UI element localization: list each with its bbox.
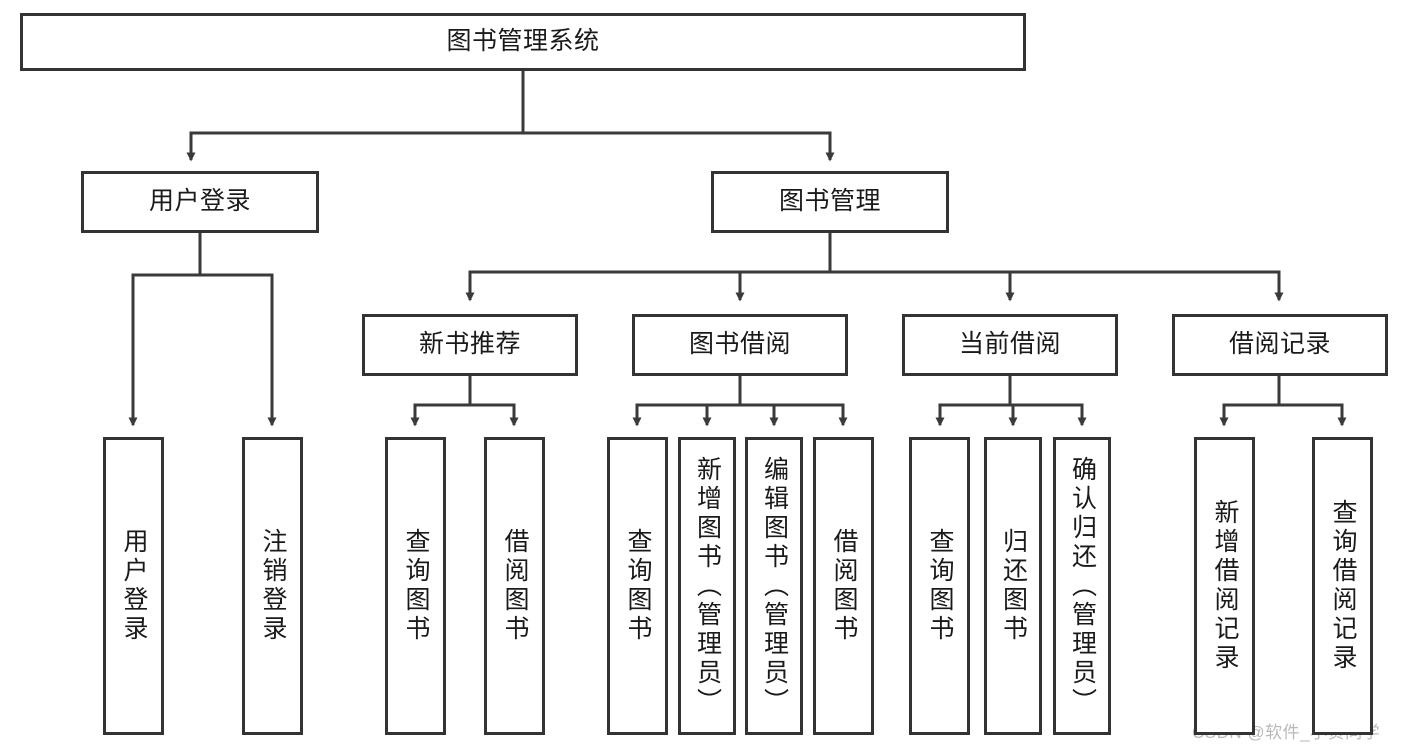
node-leaf-query-borrow-record-label: 查询借阅记录 [1329, 499, 1357, 673]
node-borrow-record[interactable]: 借阅记录 [1172, 314, 1388, 376]
node-leaf-add-book-admin-label: 新增图书（管理员） [693, 455, 722, 717]
node-user-login-label: 用户登录 [148, 187, 251, 216]
connector-root-bus [186, 71, 525, 162]
connector-book-mgmt-stem [465, 233, 832, 302]
node-root-label: 图书管理系统 [446, 27, 600, 56]
node-leaf-add-book-admin[interactable]: 新增图书（管理员） [678, 437, 736, 735]
connector-book-mgmt-b4 [1010, 270, 1284, 302]
node-borrow-record-label: 借阅记录 [1228, 330, 1331, 359]
connector-user-login-stem [128, 233, 202, 427]
connector-book-mgmt-b2 [470, 270, 745, 302]
node-leaf-logout-login-label: 注销登录 [259, 528, 287, 644]
connector-record-stem [1219, 376, 1281, 427]
node-leaf-return-book-label: 归还图书 [999, 528, 1028, 644]
connector-rec-stem-2 [415, 403, 519, 427]
node-leaf-edit-book-admin-label: 编辑图书（管理员） [760, 455, 789, 717]
node-user-login[interactable]: 用户登录 [81, 171, 319, 233]
node-leaf-query-book-borrow-label: 查询图书 [624, 528, 652, 644]
node-root[interactable]: 图书管理系统 [20, 13, 1026, 71]
node-leaf-confirm-return-admin-label: 确认归还（管理员） [1068, 455, 1097, 717]
connector-borrow-stem-4 [774, 403, 848, 427]
node-leaf-borrow-book-rec-label: 借阅图书 [501, 528, 529, 644]
connector-current-stem [935, 376, 1012, 427]
node-leaf-query-book-rec[interactable]: 查询图书 [385, 437, 446, 735]
connector-rec-stem [410, 376, 472, 427]
node-current-borrow-label: 当前借阅 [958, 330, 1061, 359]
node-book-borrow[interactable]: 图书借阅 [632, 314, 848, 376]
node-book-borrow-label: 图书借阅 [688, 330, 791, 359]
connector-book-mgmt-b3 [740, 270, 1015, 302]
node-leaf-user-login[interactable]: 用户登录 [103, 437, 164, 735]
node-leaf-query-book-current[interactable]: 查询图书 [909, 437, 970, 735]
node-new-book-recommend[interactable]: 新书推荐 [362, 314, 578, 376]
connector-user-login-stem-right [200, 273, 277, 427]
node-leaf-query-book-current-label: 查询图书 [926, 528, 954, 644]
node-leaf-borrow-book-rec[interactable]: 借阅图书 [484, 437, 545, 735]
node-current-borrow[interactable]: 当前借阅 [902, 314, 1118, 376]
node-leaf-confirm-return-admin[interactable]: 确认归还（管理员） [1053, 437, 1111, 735]
node-new-book-recommend-label: 新书推荐 [418, 330, 521, 359]
connector-borrow-stem-2 [637, 403, 712, 427]
connector-borrow-stem [632, 376, 742, 427]
node-leaf-query-borrow-record[interactable]: 查询借阅记录 [1312, 437, 1373, 735]
node-leaf-query-book-rec-label: 查询图书 [402, 528, 430, 644]
connector-borrow-stem-3 [707, 403, 779, 427]
node-leaf-borrow-book[interactable]: 借阅图书 [813, 437, 874, 735]
node-book-management[interactable]: 图书管理 [711, 171, 949, 233]
node-leaf-add-borrow-record-label: 新增借阅记录 [1211, 499, 1239, 673]
connector-root-bus-right [523, 131, 835, 162]
connector-current-stem-3 [1013, 403, 1087, 427]
node-leaf-query-book-borrow[interactable]: 查询图书 [607, 437, 668, 735]
node-leaf-return-book[interactable]: 归还图书 [984, 437, 1042, 735]
node-leaf-edit-book-admin[interactable]: 编辑图书（管理员） [745, 437, 803, 735]
connector-record-stem-2 [1224, 403, 1347, 427]
connector-current-stem-2 [940, 403, 1018, 427]
node-book-management-label: 图书管理 [778, 187, 881, 216]
node-leaf-user-login-label: 用户登录 [120, 528, 148, 644]
node-leaf-add-borrow-record[interactable]: 新增借阅记录 [1194, 437, 1255, 735]
node-leaf-logout-login[interactable]: 注销登录 [242, 437, 303, 735]
node-leaf-borrow-book-label: 借阅图书 [830, 528, 858, 644]
